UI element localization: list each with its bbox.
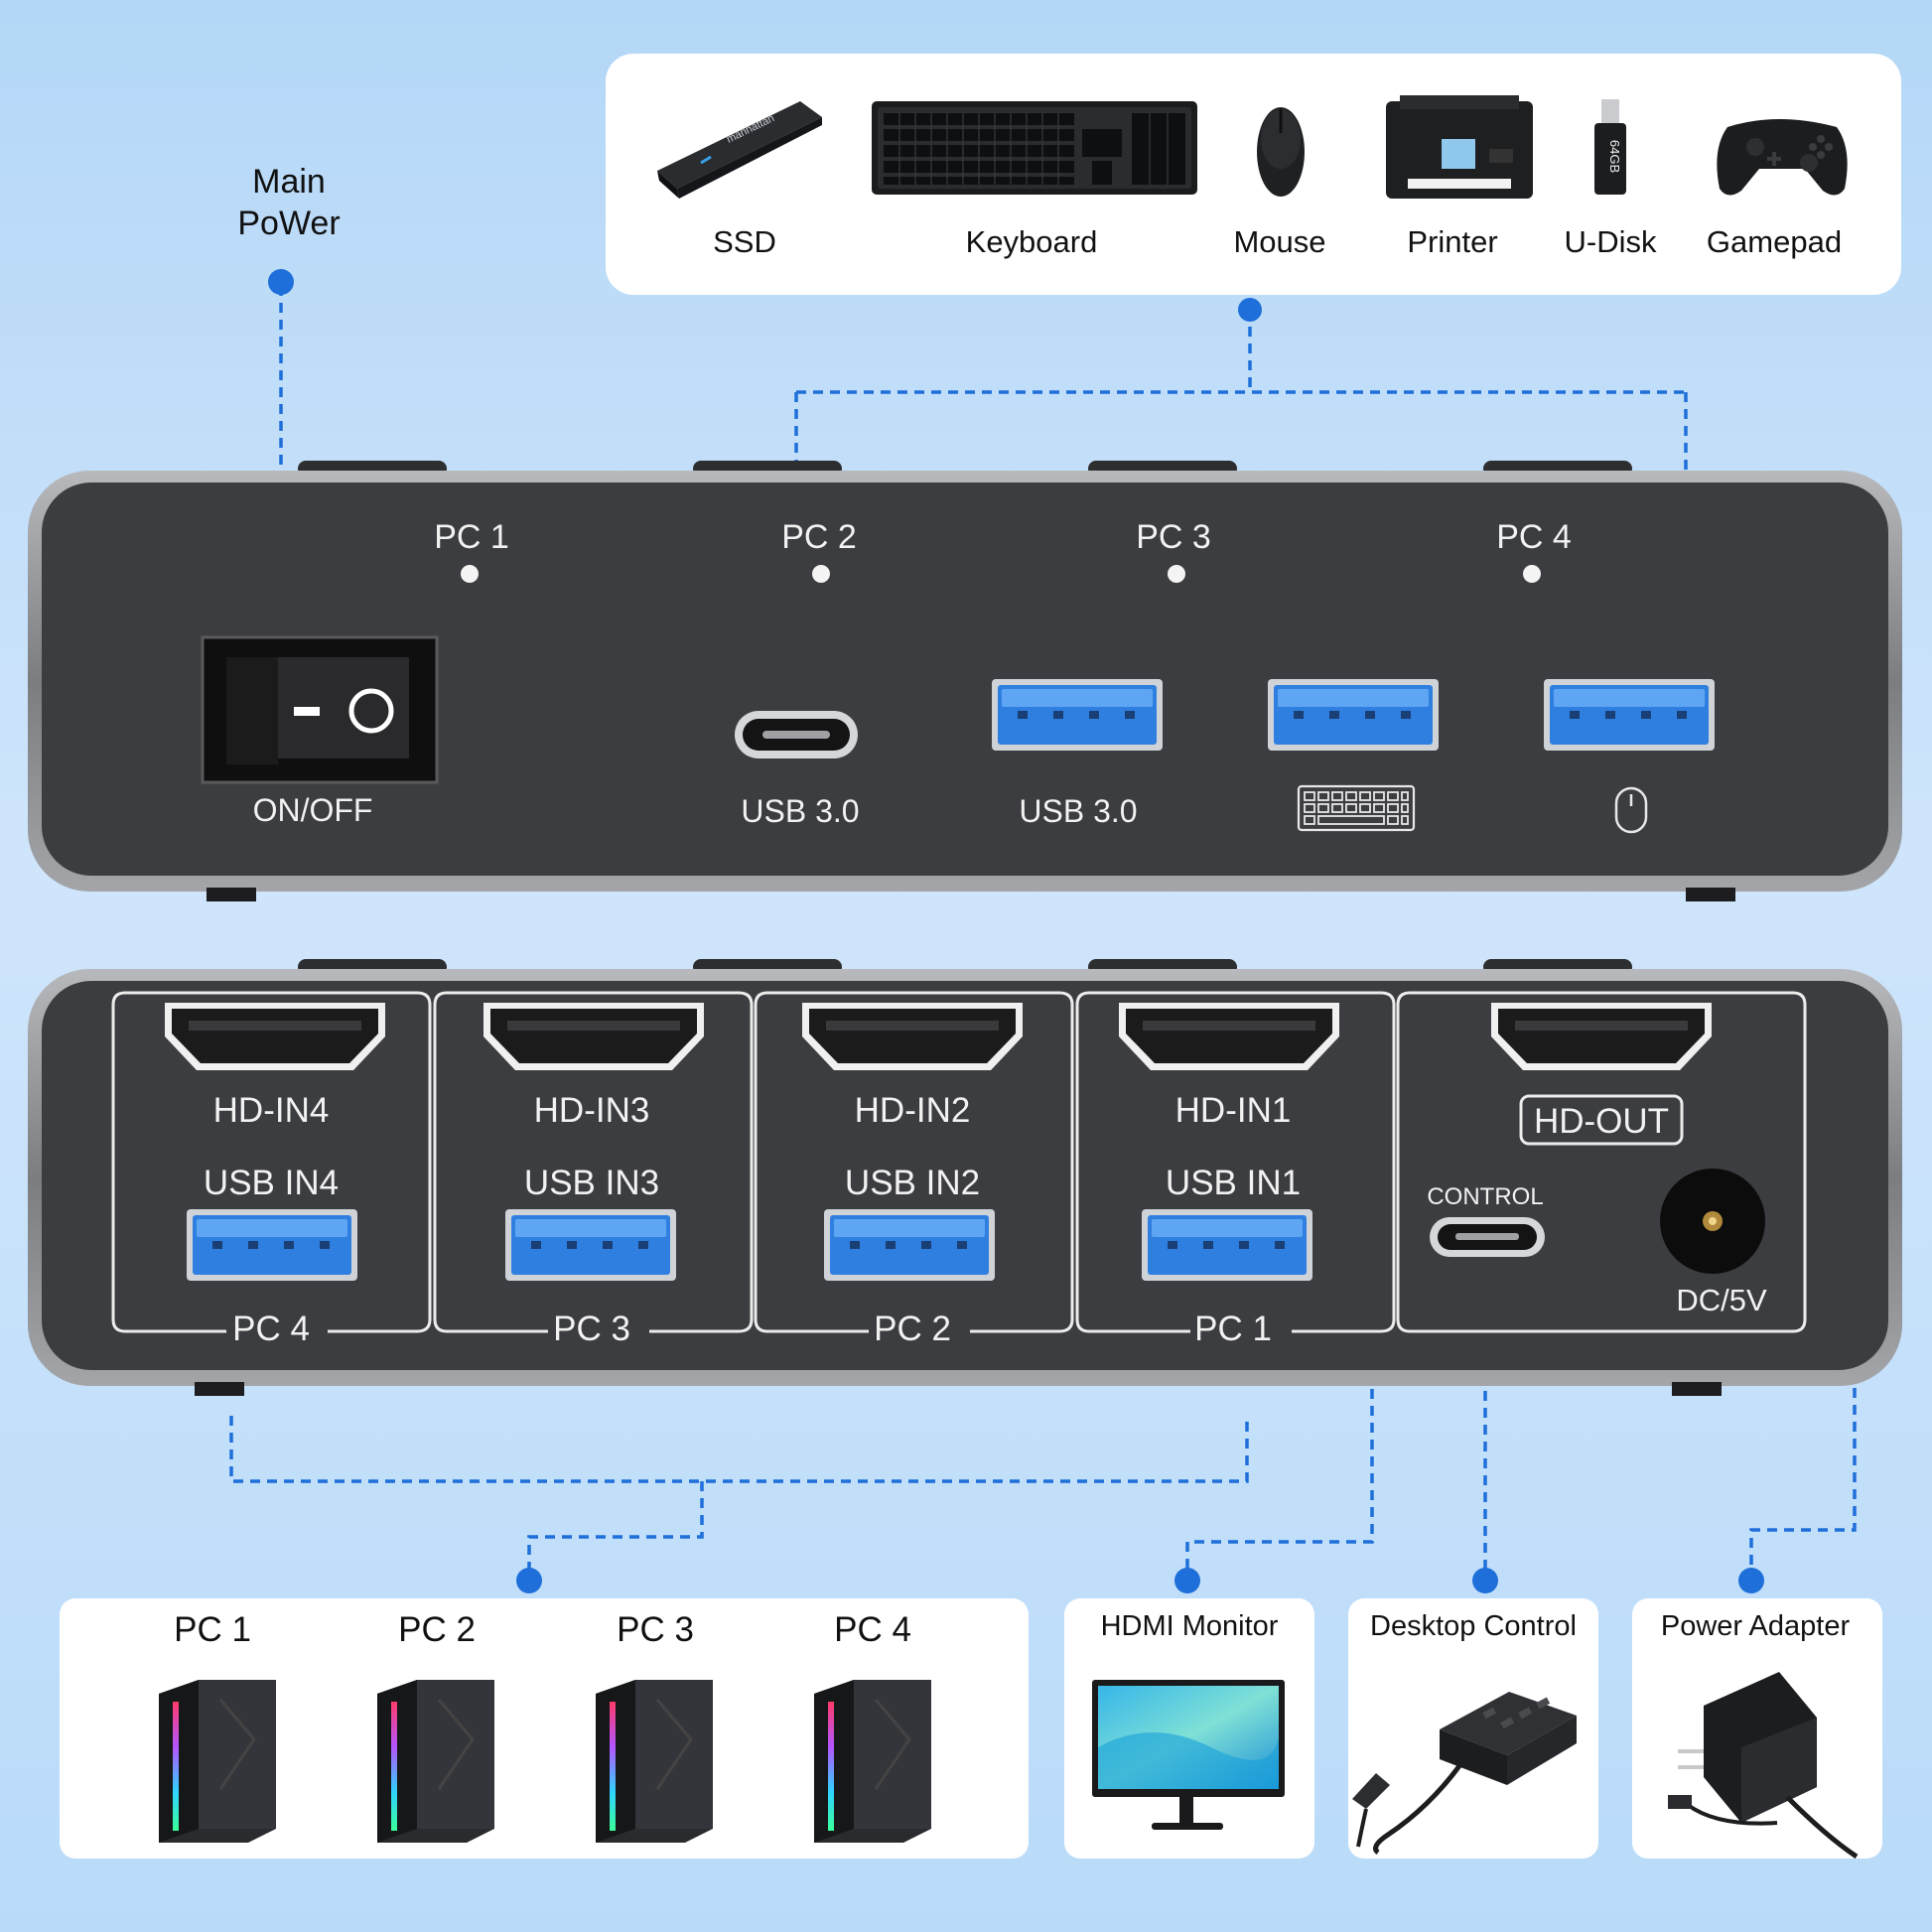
hd-in2-label: HD-IN2 — [854, 1091, 971, 1130]
usb-in4-label: USB IN4 — [203, 1164, 340, 1202]
rear-panel — [28, 959, 1902, 1396]
dc-jack — [1660, 1169, 1765, 1274]
front-pc4-label: PC 4 — [1496, 518, 1572, 556]
front-pc2-label: PC 2 — [781, 518, 857, 556]
target-pc3-label: PC 3 — [617, 1610, 694, 1649]
power-adapter-picture — [1668, 1672, 1859, 1860]
keyboard-icon — [1297, 784, 1416, 832]
power-switch — [201, 635, 439, 784]
main-power-label: Main PoWer — [237, 161, 340, 244]
udisk-capacity-text: 64GB — [1607, 139, 1623, 174]
hdmi-monitor-label: HDMI Monitor — [1100, 1610, 1279, 1642]
hd-in4-label: HD-IN4 — [212, 1091, 330, 1130]
device-label-gamepad: Gamepad — [1706, 224, 1843, 259]
peripheral-devices-panel — [606, 54, 1901, 295]
usb-in3-label: USB IN3 — [523, 1164, 660, 1202]
device-label-udisk: U-Disk — [1564, 224, 1657, 259]
target-pc4-label: PC 4 — [834, 1610, 911, 1649]
desktop-control-picture — [1352, 1692, 1577, 1855]
target-pc1-label: PC 1 — [174, 1610, 251, 1649]
control-label: CONTROL — [1427, 1183, 1544, 1210]
on-off-label: ON/OFF — [252, 792, 373, 828]
hd-out-label: HD-OUT — [1533, 1102, 1670, 1141]
rear-pc4-label: PC 4 — [232, 1310, 310, 1348]
hd-in1-label: HD-IN1 — [1174, 1091, 1292, 1130]
device-label-keyboard: Keyboard — [965, 224, 1098, 259]
hd-in3-label: HD-IN3 — [533, 1091, 650, 1130]
ssd-picture — [657, 101, 822, 199]
pc-1-picture — [157, 1678, 278, 1845]
device-label-printer: Printer — [1407, 224, 1498, 259]
mouse-icon — [1614, 786, 1648, 834]
device-label-mouse: Mouse — [1233, 224, 1326, 259]
target-pc2-label: PC 2 — [398, 1610, 476, 1649]
connector-dots — [268, 269, 1764, 1593]
udisk-picture — [1594, 99, 1626, 195]
usb-c-label: USB 3.0 — [741, 793, 860, 829]
dc-label: DC/5V — [1676, 1283, 1767, 1317]
main-power-line2: PoWer — [237, 205, 341, 242]
desktop-control-label: Desktop Control — [1370, 1610, 1577, 1642]
gamepad-picture — [1717, 119, 1848, 196]
front-pc3-label: PC 3 — [1136, 518, 1211, 556]
pc-4-picture — [812, 1678, 933, 1845]
usb-c-port — [735, 711, 858, 759]
pc-2-picture — [375, 1678, 496, 1845]
monitor-picture — [1092, 1680, 1285, 1830]
rear-pc3-label: PC 3 — [553, 1310, 630, 1348]
rear-pc1-label: PC 1 — [1194, 1310, 1272, 1348]
front-pc1-label: PC 1 — [434, 518, 509, 556]
main-power-line1: Main — [252, 163, 326, 201]
keyboard-picture — [872, 101, 1197, 195]
control-port — [1430, 1217, 1545, 1257]
usb-a-label: USB 3.0 — [1019, 793, 1138, 829]
mouse-picture — [1257, 107, 1305, 197]
pc-3-picture — [594, 1678, 715, 1845]
printer-picture — [1386, 95, 1533, 199]
power-adapter-label: Power Adapter — [1660, 1610, 1851, 1642]
usb-in1-label: USB IN1 — [1165, 1164, 1302, 1202]
usb-in2-label: USB IN2 — [844, 1164, 981, 1202]
rear-pc2-label: PC 2 — [874, 1310, 951, 1348]
front-panel — [28, 461, 1902, 901]
device-label-ssd: SSD — [713, 224, 776, 259]
